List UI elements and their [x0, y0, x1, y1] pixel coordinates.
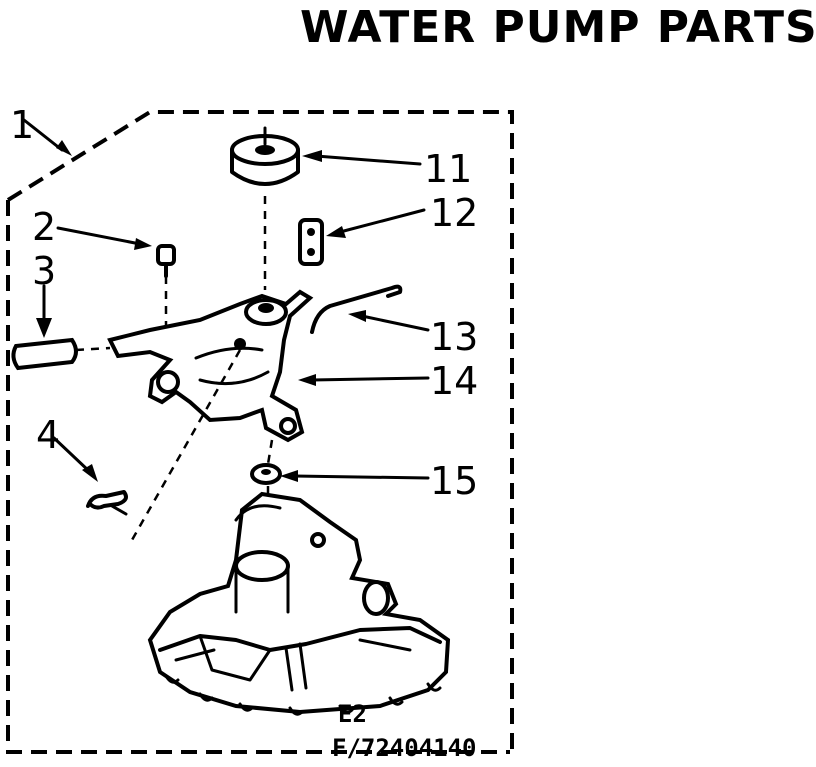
callout-1: 1: [10, 103, 34, 147]
callout-3: 3: [32, 249, 56, 293]
leader-lines: [22, 118, 430, 482]
drawing-codes: E2 F/72404140: [332, 700, 477, 762]
part-13-rod: [310, 284, 403, 334]
part-3-pin: [11, 337, 111, 371]
callout-2: 2: [32, 205, 56, 249]
part-4-clip: [86, 490, 128, 516]
callout-13: 13: [430, 315, 478, 359]
callout-labels: 1 2 3 4 11 12 13 14 15: [10, 103, 478, 503]
part-12-clip: [298, 218, 324, 266]
callout-12: 12: [430, 191, 478, 235]
part-2-screw: [156, 244, 176, 330]
assembly-boundary: [6, 110, 514, 754]
pump-housing: [147, 491, 451, 716]
callout-11: 11: [424, 147, 472, 191]
callout-14: 14: [430, 359, 478, 403]
callout-4: 4: [36, 413, 60, 457]
code-line-1: E2: [338, 700, 367, 728]
part-14-bracket: [107, 289, 314, 541]
page-title: WATER PUMP PARTS: [300, 2, 816, 53]
code-line-2: F/72404140: [332, 734, 477, 762]
part-11-pulley: [230, 126, 300, 290]
callout-15: 15: [430, 459, 478, 503]
